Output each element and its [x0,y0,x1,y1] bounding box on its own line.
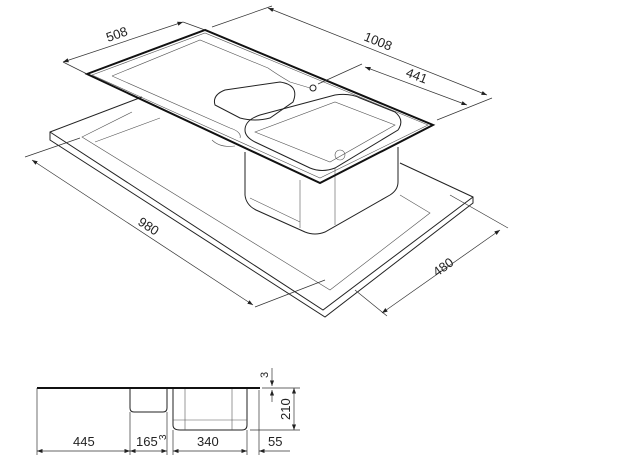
dim-340-label: 340 [197,434,219,449]
small-bowl [214,81,296,121]
dim-980-label: 980 [135,214,161,238]
tap-hole [309,84,317,92]
dim-508: 508 [62,21,206,75]
bowl-underside [211,139,399,235]
dim-441: 441 [317,63,468,106]
countertop-slab [49,96,474,318]
drain-hole [334,149,346,161]
dim-480-label: 480 [430,255,456,280]
dim-55-label: 55 [268,434,282,449]
dim-1008: 1008 [211,5,493,121]
dim-445-label: 445 [73,434,95,449]
section-view: 445 165 3 340 55 3 210 [36,368,300,455]
dim-3-label: 3 [259,372,271,378]
dim-210-label: 210 [278,398,293,420]
dim-480: 480 [354,194,509,317]
large-bowl [244,93,402,171]
dim-1008-label: 1008 [362,29,394,54]
dim-165-label: 165 [136,434,158,449]
dim-441-label: 441 [404,65,430,87]
dim-gap-label: 3 [158,434,169,440]
dim-508-label: 508 [104,24,129,45]
